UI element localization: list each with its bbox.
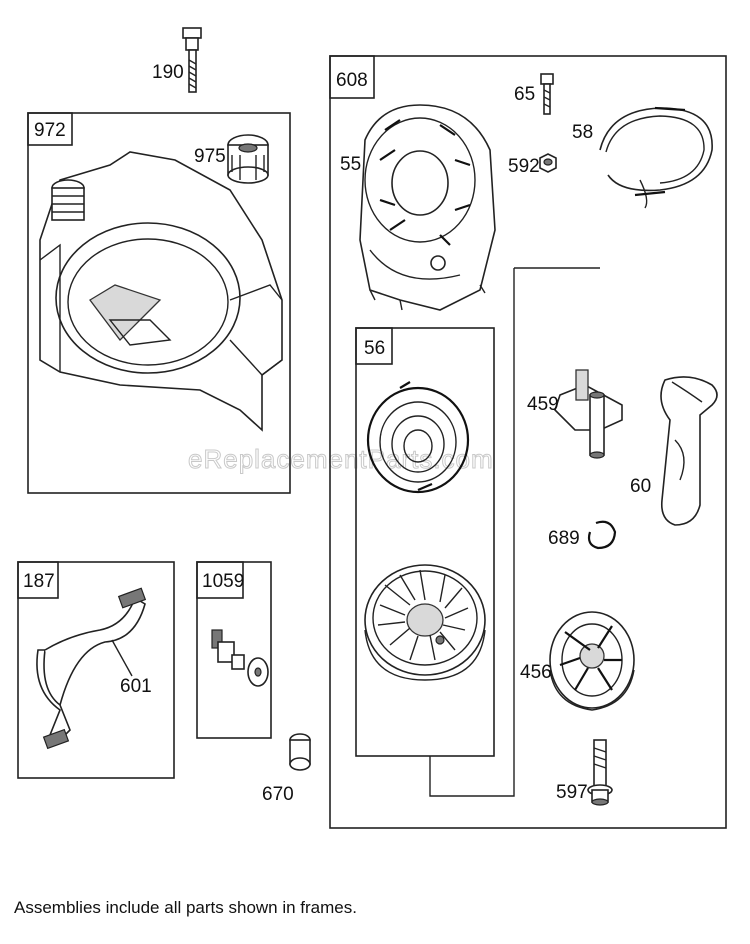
frame-label-box-1059 <box>196 561 244 599</box>
frame-187 <box>17 561 175 779</box>
part-456-ratchet[interactable] <box>549 611 635 711</box>
part-55-starter-housing[interactable] <box>359 104 496 311</box>
part-190-bolt[interactable] <box>182 27 202 93</box>
frame-label-box-972 <box>27 112 73 146</box>
part-label-58: 58 <box>572 122 593 143</box>
frame-label-box-608 <box>329 55 375 99</box>
frame-label-56: 56 <box>364 338 385 359</box>
watermark: eReplacementParts.com <box>188 444 494 474</box>
part-label-60: 60 <box>630 476 651 497</box>
part-label-55: 55 <box>340 154 361 175</box>
frame-label-608: 608 <box>336 70 368 91</box>
part-459-pawl[interactable] <box>554 369 623 459</box>
frame-972 <box>27 112 291 494</box>
part-label-592: 592 <box>508 156 540 177</box>
leader-601 <box>111 639 133 677</box>
part-592-nut[interactable] <box>539 153 557 173</box>
assembly-connector-line <box>429 268 515 797</box>
part-label-456: 456 <box>520 662 552 683</box>
part-label-689: 689 <box>548 528 580 549</box>
part-label-670: 670 <box>262 784 294 805</box>
part-689-retainer-ring[interactable] <box>587 520 617 550</box>
part-670-bushing[interactable] <box>289 733 311 771</box>
part-60-starter-handle[interactable] <box>660 376 718 526</box>
part-187-fuel-line[interactable] <box>36 587 147 750</box>
frame-608 <box>329 55 727 829</box>
part-972-blower-housing[interactable] <box>39 151 283 432</box>
frame-label-box-56 <box>355 327 393 365</box>
part-label-597: 597 <box>556 782 588 803</box>
frame-56 <box>355 327 495 757</box>
frame-label-187: 187 <box>23 571 55 592</box>
frame-label-972: 972 <box>34 120 66 141</box>
part-label-190: 190 <box>152 62 184 83</box>
part-975-fuel-cap[interactable] <box>227 134 269 184</box>
part-56-pulley[interactable] <box>364 564 486 681</box>
part-label-459: 459 <box>527 394 559 415</box>
frame-label-1059: 1059 <box>202 571 244 592</box>
part-597-screw[interactable] <box>587 739 613 806</box>
part-label-601: 601 <box>120 676 152 697</box>
footnote: Assemblies include all parts shown in fr… <box>14 898 357 917</box>
frame-label-box-187 <box>17 561 59 599</box>
part-65-screw[interactable] <box>540 73 554 115</box>
part-58-starter-rope[interactable] <box>599 106 713 209</box>
part-1059-fuel-fitting[interactable] <box>211 629 269 687</box>
part-label-975: 975 <box>194 146 226 167</box>
part-label-65: 65 <box>514 84 535 105</box>
part-56-rewind-spring[interactable] <box>366 381 470 494</box>
